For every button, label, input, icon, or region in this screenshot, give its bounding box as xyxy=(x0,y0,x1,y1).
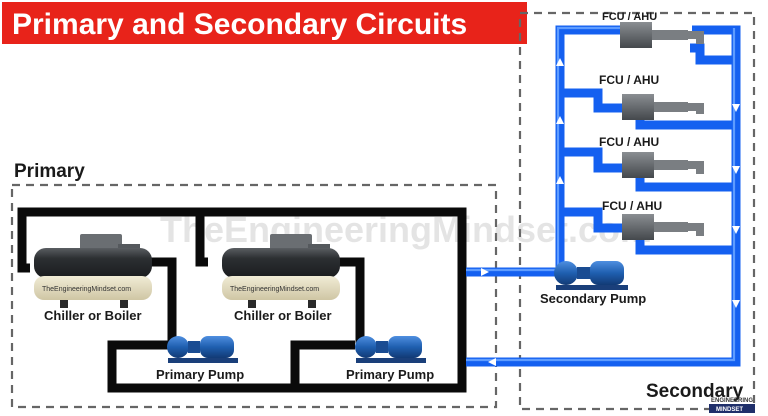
chiller-lower-shell xyxy=(34,276,152,300)
fcu-coil-box xyxy=(620,22,652,48)
primary-pipework xyxy=(17,207,467,393)
secondary-return-branch-2 xyxy=(635,118,736,130)
fcu-duct-elbow xyxy=(688,103,704,114)
flow-arrow-icon xyxy=(732,300,740,308)
fcu-duct xyxy=(654,160,688,170)
primary-zone-border xyxy=(10,183,498,409)
pump-motor xyxy=(200,336,234,358)
pump-base xyxy=(356,358,426,363)
pump-motor xyxy=(388,336,422,358)
fcu-coil-box xyxy=(622,94,654,120)
title-banner-bg xyxy=(2,2,527,44)
brand-logo: ENGINEERING MINDSET xyxy=(709,398,755,413)
secondary-return-highlight xyxy=(466,28,736,362)
chiller-2: TheEngineeringMindset.com Chiller or Boi… xyxy=(222,234,340,323)
page-title: Primary and Secondary Circuits xyxy=(12,8,467,41)
pump-base xyxy=(556,285,628,290)
chiller-foot xyxy=(308,300,316,308)
logo-line-1: ENGINEERING xyxy=(711,398,753,404)
primary-pump2-riser xyxy=(338,257,365,345)
fcu-ahu-label: FCU / AHU xyxy=(602,11,657,23)
secondary-return-branch-3 xyxy=(635,176,736,192)
chiller-label: Chiller or Boiler xyxy=(44,308,142,323)
primary-zone-label: Primary xyxy=(14,161,85,182)
secondary-pipework xyxy=(466,25,741,367)
chiller-upper-shell xyxy=(222,248,340,278)
chiller-foot xyxy=(60,300,68,308)
pump-motor xyxy=(590,261,624,285)
terminal-unit-2: FCU / AHU xyxy=(599,73,704,120)
terminal-unit-3: FCU / AHU xyxy=(599,135,704,178)
logo-bar xyxy=(709,404,755,413)
secondary-branch-4 xyxy=(560,207,622,233)
flow-arrow-icon xyxy=(556,116,564,124)
pump-coupling xyxy=(376,341,388,353)
secondary-branch-3 xyxy=(560,147,622,173)
secondary-branch-2 xyxy=(560,88,622,113)
fcu-duct xyxy=(654,222,688,232)
pump-base xyxy=(168,358,238,363)
logo-line-2: MINDSET xyxy=(716,407,743,413)
pump-coupling xyxy=(577,267,591,279)
primary-pump-2: Primary Pump xyxy=(346,336,434,382)
primary-pump-1: Primary Pump xyxy=(156,336,244,382)
fcu-ahu-label: FCU / AHU xyxy=(599,73,659,87)
secondary-supply-highlight xyxy=(466,26,620,272)
chiller-plate-text: TheEngineeringMindset.com xyxy=(42,286,131,293)
secondary-return-branch-1 xyxy=(690,43,736,65)
secondary-zone-border xyxy=(518,11,756,411)
primary-pump1-riser xyxy=(150,257,177,345)
title-banner: Primary and Secondary Circuits xyxy=(2,2,527,44)
chiller-foot xyxy=(248,300,256,308)
terminal-unit-4: FCU / AHU xyxy=(602,199,704,240)
flow-arrow-icon xyxy=(481,268,489,276)
primary-return-header xyxy=(107,272,467,393)
chiller-lower-shell xyxy=(222,276,340,300)
fcu-duct-elbow xyxy=(688,31,704,44)
primary-pump-label: Primary Pump xyxy=(156,367,244,382)
secondary-zone-label: Secondary xyxy=(646,381,744,402)
primary-loop-right xyxy=(200,207,467,272)
fcu-duct xyxy=(652,30,688,40)
fcu-coil-box xyxy=(622,214,654,240)
flow-arrow-icon xyxy=(732,104,740,112)
primary-branch-2 xyxy=(290,340,355,388)
secondary-pump: Secondary Pump xyxy=(540,261,646,306)
fcu-duct-elbow xyxy=(688,161,704,174)
primary-pump-label: Primary Pump xyxy=(346,367,434,382)
pump-volute xyxy=(554,261,578,285)
primary-loop-left xyxy=(17,207,208,273)
fcu-duct xyxy=(654,102,688,112)
flow-arrow-icon xyxy=(556,58,564,66)
pump-volute xyxy=(167,336,189,358)
flow-arrow-icon xyxy=(732,226,740,234)
secondary-pump-label: Secondary Pump xyxy=(540,291,646,306)
pump-coupling xyxy=(188,341,200,353)
secondary-return-main xyxy=(466,25,741,367)
chiller-foot xyxy=(120,300,128,308)
fcu-ahu-label: FCU / AHU xyxy=(602,199,662,213)
flow-arrow-icon xyxy=(732,166,740,174)
chiller-label: Chiller or Boiler xyxy=(234,308,332,323)
terminal-unit-1: FCU / AHU xyxy=(602,11,704,48)
pump-volute xyxy=(355,336,377,358)
chiller-1: TheEngineeringMindset.com Chiller or Boi… xyxy=(34,234,152,323)
chiller-upper-shell xyxy=(34,248,152,278)
fcu-ahu-label: FCU / AHU xyxy=(599,135,659,149)
flow-arrow-icon xyxy=(556,176,564,184)
secondary-return-branch-4 xyxy=(635,238,736,255)
flow-arrows xyxy=(481,58,740,366)
flow-arrow-icon xyxy=(488,358,496,366)
fcu-duct-elbow xyxy=(688,223,704,236)
chiller-plate-text: TheEngineeringMindset.com xyxy=(230,286,319,293)
fcu-coil-box xyxy=(622,152,654,178)
